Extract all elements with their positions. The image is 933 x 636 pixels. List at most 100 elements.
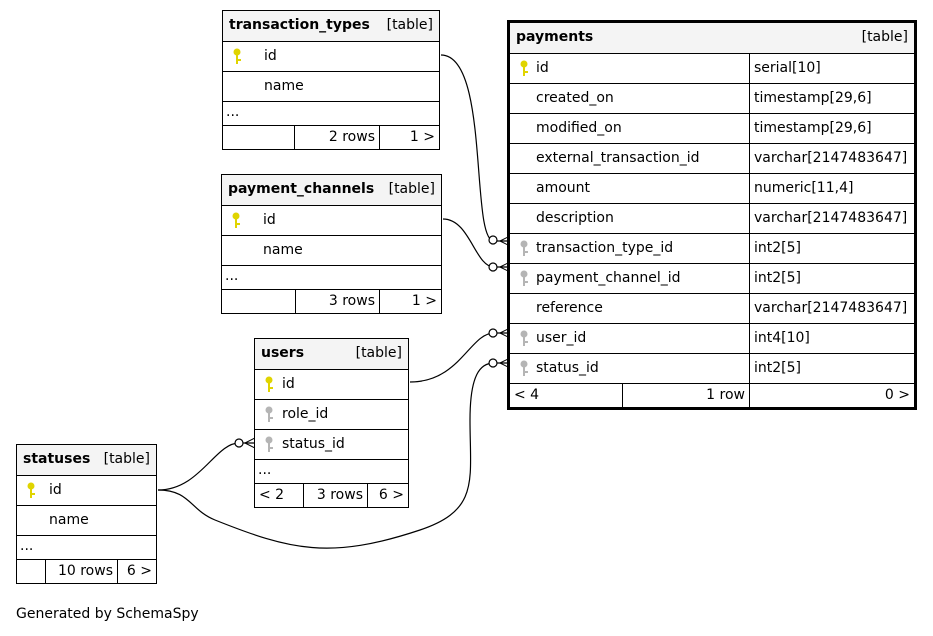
column-row: id (222, 205, 441, 235)
table-footer: < 2 3 rows 6 > (255, 483, 408, 507)
column-type: timestamp[29,6] (749, 114, 872, 143)
table-header: users [table] (255, 339, 408, 369)
footer-children: 1 > (379, 290, 441, 313)
table-footer: 3 rows 1 > (222, 289, 441, 313)
column-name: description (536, 210, 614, 226)
footer-children: 1 > (379, 126, 439, 149)
footer-row-count: 10 rows (45, 560, 117, 583)
table-header: payments [table] (510, 23, 914, 53)
column-row: created_on timestamp[29,6] (510, 83, 914, 113)
footer-children: 6 > (117, 560, 156, 583)
more-columns: ... (223, 101, 439, 125)
footer-parents (223, 126, 294, 149)
column-type: int2[5] (749, 234, 801, 263)
column-name: transaction_type_id (536, 240, 674, 256)
column-name: role_id (282, 406, 329, 422)
foreign-key-icon (520, 330, 528, 346)
column-row: description varchar[2147483647] (510, 203, 914, 233)
footer-row-count: 3 rows (303, 484, 367, 507)
column-type: int2[5] (749, 354, 801, 383)
foreign-key-icon (265, 406, 273, 422)
column-row: transaction_type_id int2[5] (510, 233, 914, 263)
table-footer: 10 rows 6 > (17, 559, 156, 583)
column-type: numeric[11,4] (749, 174, 853, 203)
footer-parents (17, 560, 45, 583)
table-kind: [table] (355, 345, 402, 361)
table-name: users (261, 345, 305, 361)
column-row: id (255, 369, 408, 399)
primary-key-icon (27, 482, 35, 498)
column-row: role_id (255, 399, 408, 429)
column-row: external_transaction_id varchar[21474836… (510, 143, 914, 173)
footer-parents: < 2 (259, 487, 285, 503)
table-statuses[interactable]: statuses [table] id name ... 10 rows 6 > (16, 444, 157, 584)
table-kind: [table] (861, 29, 908, 45)
column-row: status_id int2[5] (510, 353, 914, 383)
column-name: user_id (536, 330, 587, 346)
table-header: payment_channels [table] (222, 175, 441, 205)
column-type: varchar[2147483647] (749, 204, 907, 233)
foreign-key-icon (520, 270, 528, 286)
column-type: serial[10] (749, 54, 821, 83)
table-name: payments (516, 29, 594, 45)
footer-children: 0 > (749, 384, 914, 407)
footer-row-count: 2 rows (294, 126, 379, 149)
column-row: reference varchar[2147483647] (510, 293, 914, 323)
column-type: varchar[2147483647] (749, 294, 907, 323)
foreign-key-icon (265, 436, 273, 452)
link-status-user (157, 442, 255, 491)
column-name: id (282, 376, 295, 392)
table-header: transaction_types [table] (223, 11, 439, 41)
foreign-key-icon (520, 360, 528, 376)
table-transaction-types[interactable]: transaction_types [table] id name ... 2 … (222, 10, 440, 150)
column-name: name (264, 78, 304, 94)
column-name: id (49, 482, 62, 498)
column-name: payment_channel_id (536, 270, 681, 286)
column-row: name (222, 235, 441, 265)
generated-by-caption: Generated by SchemaSpy (16, 606, 199, 622)
link-user (409, 332, 510, 383)
table-footer: < 4 1 row 0 > (510, 383, 914, 407)
column-type: int2[5] (749, 264, 801, 293)
column-name: external_transaction_id (536, 150, 700, 166)
footer-parents (222, 290, 295, 313)
column-row: id serial[10] (510, 53, 914, 83)
column-row: payment_channel_id int2[5] (510, 263, 914, 293)
column-row: user_id int4[10] (510, 323, 914, 353)
table-name: statuses (23, 451, 91, 467)
primary-key-icon (233, 48, 241, 64)
more-columns: ... (17, 535, 156, 559)
footer-children: 6 > (367, 484, 408, 507)
table-users[interactable]: users [table] id role_id status_id ... <… (254, 338, 409, 508)
table-kind: [table] (388, 181, 435, 197)
column-row: id (17, 475, 156, 505)
link-payment-channel (442, 218, 510, 268)
table-name: transaction_types (229, 17, 370, 33)
column-name: name (263, 242, 303, 258)
primary-key-icon (265, 376, 273, 392)
column-row: modified_on timestamp[29,6] (510, 113, 914, 143)
link-status-payment (157, 362, 510, 549)
column-name: name (49, 512, 89, 528)
table-payment-channels[interactable]: payment_channels [table] id name ... 3 r… (221, 174, 442, 314)
footer-row-count: 3 rows (295, 290, 379, 313)
column-name: id (264, 48, 277, 64)
primary-key-icon (232, 212, 240, 228)
column-type: timestamp[29,6] (749, 84, 872, 113)
column-type: varchar[2147483647] (749, 144, 907, 173)
column-name: id (536, 60, 549, 76)
link-transaction-type (440, 54, 510, 242)
table-kind: [table] (386, 17, 433, 33)
column-name: id (263, 212, 276, 228)
footer-parents: < 4 (514, 387, 540, 403)
column-row: id (223, 41, 439, 71)
column-name: status_id (536, 360, 599, 376)
table-footer: 2 rows 1 > (223, 125, 439, 149)
column-row: status_id (255, 429, 408, 459)
footer-row-count: 1 row (622, 384, 749, 407)
column-name: created_on (536, 90, 614, 106)
column-name: amount (536, 180, 591, 196)
column-row: name (17, 505, 156, 535)
table-payments[interactable]: payments [table] id serial[10] created_o… (507, 20, 917, 410)
